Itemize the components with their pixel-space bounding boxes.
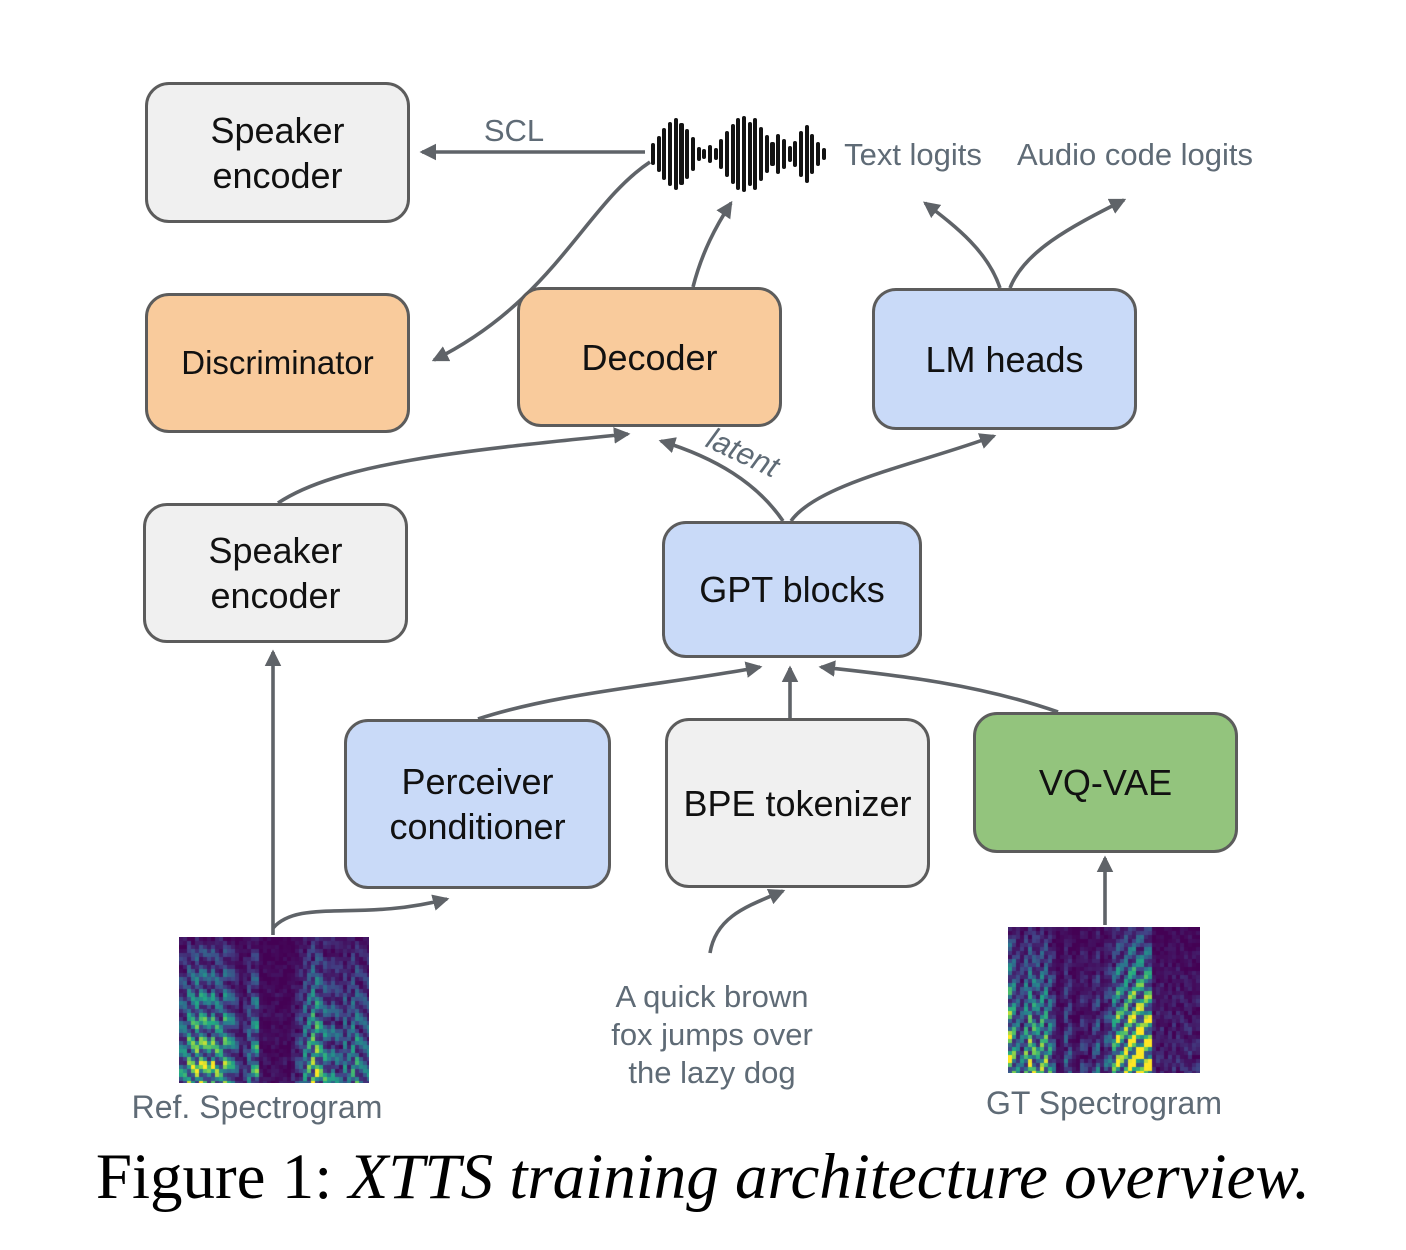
gt-spectrogram-image	[1008, 927, 1200, 1073]
arrow-text-to-bpe	[708, 888, 786, 954]
arrow-decoder-to-waveform	[691, 200, 733, 288]
box-decoder: Decoder	[517, 287, 782, 427]
figure-caption: Figure 1: XTTS training architecture ove…	[0, 1140, 1406, 1215]
box-speaker-encoder-mid: Speaker encoder	[143, 503, 408, 643]
arrow-lmheads-to-audio-logits	[1008, 198, 1127, 289]
arrow-lmheads-to-text-logits	[923, 201, 1002, 289]
arrow-waveform-to-discriminator	[431, 160, 651, 362]
arrow-gpt-to-decoder-latent	[658, 437, 785, 523]
arrow-refspec-to-perceiver	[271, 894, 450, 930]
box-vq-vae: VQ-VAE	[973, 712, 1238, 853]
caption-prefix: Figure 1:	[95, 1141, 333, 1213]
box-lm-heads: LM heads	[872, 288, 1137, 430]
gt-spectrogram-label: GT Spectrogram	[986, 1085, 1222, 1121]
box-speaker-encoder-top: Speaker encoder	[145, 82, 410, 223]
arrow-vqvae-to-gpt	[818, 660, 1059, 714]
box-perceiver-conditioner: Perceiver conditioner	[344, 719, 611, 889]
arrow-gpt-to-lmheads	[789, 433, 997, 523]
input-text: A quick brown fox jumps over the lazy do…	[611, 979, 813, 1090]
box-gpt-blocks: GPT blocks	[662, 521, 922, 658]
arrow-perceiver-to-gpt	[477, 661, 763, 721]
caption-title: XTTS training architecture overview.	[348, 1141, 1311, 1213]
text-logits-label: Text logits	[844, 137, 982, 172]
audio-waveform-icon	[651, 115, 826, 193]
box-discriminator: Discriminator	[145, 293, 410, 433]
ref-spectrogram-image	[179, 937, 369, 1083]
ref-spectrogram-label: Ref. Spectrogram	[131, 1089, 383, 1125]
scl-label: SCL	[483, 113, 545, 148]
box-bpe-tokenizer: BPE tokenizer	[665, 718, 930, 888]
audio-code-logits-label: Audio code logits	[1016, 137, 1254, 172]
arrow-speaker-encoder-to-decoder	[277, 427, 631, 505]
